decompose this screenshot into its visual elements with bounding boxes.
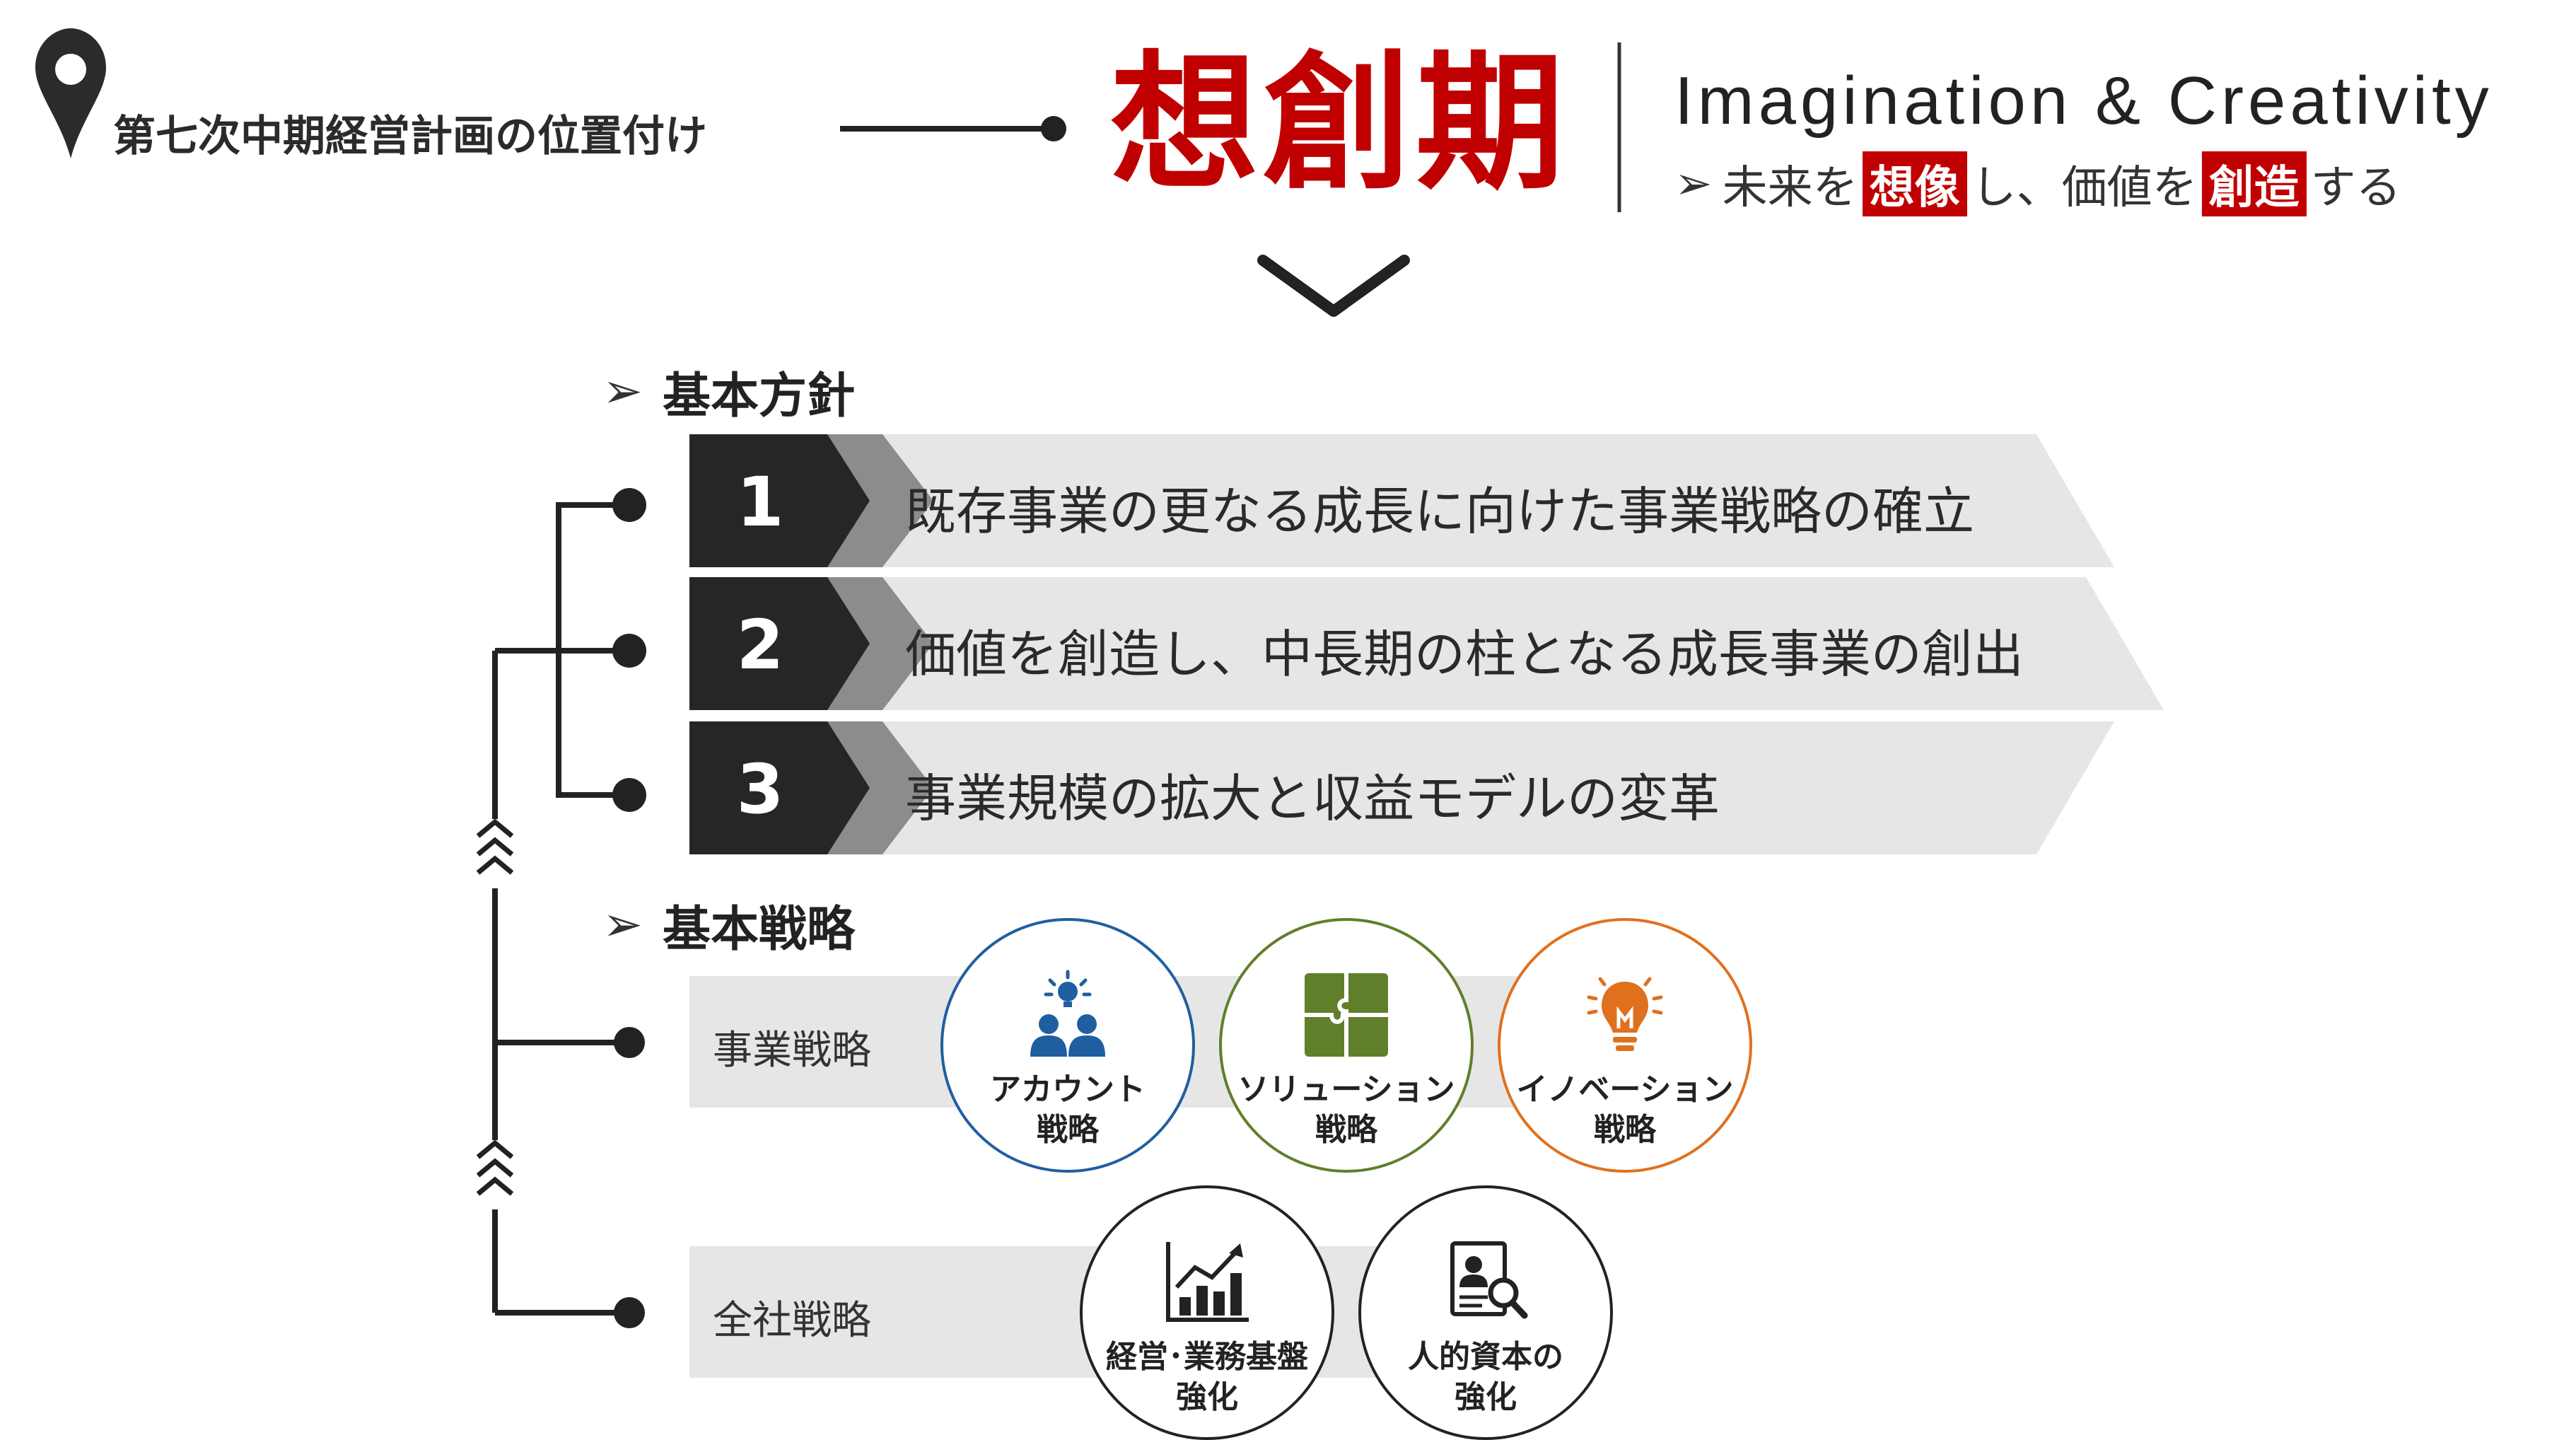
header-connector xyxy=(840,116,1066,141)
basic-policy-heading: ➢ 基本方針 xyxy=(602,356,855,426)
policy-text: 既存事業の更なる成長に向けた事業戦略の確立 xyxy=(905,482,1975,541)
policy-bracket xyxy=(495,502,629,798)
highlight-creation: 創造 xyxy=(2201,151,2307,216)
spine-dots xyxy=(614,1027,645,1328)
profile-search-icon xyxy=(1450,1241,1528,1319)
basic-strategy-title: 基本戦略 xyxy=(662,902,855,958)
policy-band-1 xyxy=(689,434,2114,567)
solution-strategy-circle: ソリューション 戦略 xyxy=(1219,918,1474,1173)
arrow-icon: ➢ xyxy=(1674,158,1713,210)
strategy-name: イノベーション 戦略 xyxy=(1516,1072,1734,1149)
policy-band-3 xyxy=(689,721,2114,854)
plan-position-label: 第七次中期経営計画の位置付け xyxy=(113,112,707,161)
arrow-icon: ➢ xyxy=(602,897,643,953)
business-strategy-label: 事業戦略 xyxy=(713,1028,871,1074)
spine xyxy=(492,651,629,1316)
tagline-text: し、価値を xyxy=(1971,162,2198,214)
basic-strategy-heading: ➢ 基本戦略 xyxy=(602,890,855,960)
strategy-name: アカウント 戦略 xyxy=(990,1072,1146,1149)
corporate-strategy-label: 全社戦略 xyxy=(713,1298,871,1344)
policy-band-2 xyxy=(689,577,2164,710)
location-pin-icon xyxy=(35,28,106,158)
chevron-up-icon xyxy=(476,818,514,875)
policy-number: 1 xyxy=(736,463,784,542)
human-capital-circle: 人的資本の 強化 xyxy=(1358,1185,1613,1440)
policy-text: 事業規模の拡大と収益モデルの変革 xyxy=(905,769,1720,828)
policy-text: 価値を創造し、中長期の柱となる成長事業の創出 xyxy=(905,625,2024,684)
strategy-name: ソリューション 戦略 xyxy=(1237,1072,1455,1149)
policy-number: 3 xyxy=(736,750,784,829)
policy-dots xyxy=(612,488,646,812)
chevron-down-icon xyxy=(1257,255,1410,317)
policy-number: 2 xyxy=(736,605,784,685)
page-title: 想創期 xyxy=(1110,37,1569,210)
highlight-imagination: 想像 xyxy=(1862,151,1967,216)
english-subtitle: Imagination & Creativity xyxy=(1674,63,2493,139)
puzzle-icon xyxy=(1305,973,1388,1057)
lightbulb-icon xyxy=(1587,977,1663,1051)
basic-policy-title: 基本方針 xyxy=(662,368,855,424)
tagline-text: 未来を xyxy=(1722,162,1858,214)
tagline-text: する xyxy=(2310,162,2401,214)
chevron-up-icon xyxy=(476,1139,514,1196)
strategy-name: 人的資本の 強化 xyxy=(1408,1339,1563,1416)
team-lightbulb-icon xyxy=(1030,970,1105,1057)
growth-chart-icon xyxy=(1166,1242,1249,1322)
account-strategy-circle: アカウント 戦略 xyxy=(940,918,1195,1173)
management-foundation-circle: 経営･業務基盤 強化 xyxy=(1080,1185,1334,1440)
innovation-strategy-circle: イノベーション 戦略 xyxy=(1498,918,1752,1173)
strategy-name: 経営･業務基盤 強化 xyxy=(1106,1339,1308,1416)
tagline: ➢ 未来を 想像 し、価値を 創造 する xyxy=(1674,151,2401,216)
arrow-icon: ➢ xyxy=(602,364,643,419)
